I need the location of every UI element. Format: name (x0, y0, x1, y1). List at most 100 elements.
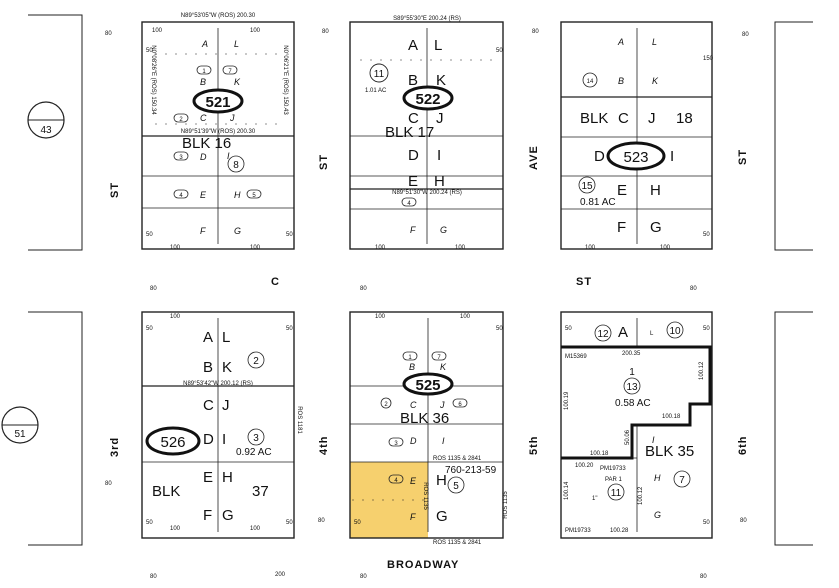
block-35-parcel-11[interactable]: 11 (607, 483, 625, 501)
block-525-lot-j: J (439, 400, 445, 410)
block-523-parcel-14[interactable]: 14 (582, 72, 598, 88)
block-35-parcel-13[interactable]: 13 (623, 377, 641, 395)
block-526-page-ellipse[interactable]: 526 (145, 426, 201, 456)
svg-text:522: 522 (415, 91, 440, 108)
block-35-dim-2: 100.12 (699, 361, 705, 380)
block-522-lot-g: G (440, 225, 447, 235)
block-35-parcel-12[interactable]: 12 (594, 324, 612, 342)
svg-text:6: 6 (458, 402, 462, 408)
block-521-lot-e: E (200, 190, 207, 200)
highlighted-parcel[interactable] (350, 462, 428, 538)
dim-label: 80 (322, 29, 329, 35)
side-circle-top[interactable]: 43 (27, 101, 65, 139)
dim-label: 100 (375, 314, 386, 320)
dim-label: 50 (496, 326, 503, 332)
block-522-parcel-4[interactable]: 4 (401, 197, 417, 207)
block-521-lot-a: A (201, 39, 208, 49)
street-label-c-st: ST (576, 276, 592, 288)
block-521-bearing-right: N0°06'21"E (ROS) 150.43 (282, 45, 288, 115)
block-521-lot-f: F (200, 226, 206, 236)
dim-label: 100 (250, 245, 261, 251)
block-522-lot-d: D (408, 147, 419, 164)
svg-text:521: 521 (205, 94, 230, 111)
block-525-page-ellipse[interactable]: 525 (402, 372, 454, 396)
block-35-parcel-10[interactable]: 10 (666, 321, 684, 339)
block-525-lot-f: F (410, 512, 416, 522)
street-label-right-st: ST (737, 149, 749, 165)
dim-label: 100 (375, 245, 386, 251)
block-523[interactable]: A L B K C J D I E H F G BLK 18 14 15 0.8… (560, 21, 713, 250)
block-526-lot-j: J (222, 397, 230, 414)
street-label-5th: 5th (528, 436, 540, 456)
dim-label: 80 (740, 518, 747, 524)
block-521-parcel-7[interactable]: 7 (222, 65, 238, 75)
block-525-parcel-5[interactable]: 5 (447, 476, 465, 494)
block-526-lot-d: D (203, 431, 214, 448)
block-525-parcel-7[interactable]: 7 (431, 351, 447, 361)
dim-label: 80 (700, 574, 707, 580)
block-525-parcel-4[interactable]: 4 (388, 474, 404, 484)
block-523-lot-g: G (650, 219, 662, 236)
block-35-dim-5: 100.19 (564, 391, 570, 410)
block-521-bearing-mid: N89°51'39"W (ROS) 200.30 (181, 129, 256, 135)
block-523-lot-i: I (670, 148, 674, 165)
dim-label: 50 (354, 520, 361, 526)
block-522-lot-k: K (436, 72, 446, 89)
block-521-lot-l: L (234, 39, 239, 49)
block-521-lot-g: G (234, 226, 241, 236)
block-523-blk-label: BLK (580, 110, 608, 127)
block-525-parcel-3[interactable]: 3 (388, 437, 404, 447)
block-521-parcel-5[interactable]: 5 (246, 189, 262, 199)
right-outline-bottom (774, 311, 813, 546)
block-526-ros: ROS 1181 (296, 406, 302, 434)
block-525-parcel-1[interactable]: 1 (402, 351, 418, 361)
block-525-parcel-6[interactable]: 6 (452, 398, 468, 408)
block-522-bearing-mid: N89°51'30"W 200.24 (RS) (392, 190, 462, 196)
block-525-lot-b: B (409, 362, 415, 372)
street-label-mid-st: ST (318, 154, 330, 170)
block-523-page-ellipse[interactable]: 523 (606, 141, 666, 171)
dim-label: 80 (532, 29, 539, 35)
block-522-blk-label: BLK 17 (385, 124, 434, 141)
side-circle-bottom-label: 51 (14, 429, 26, 440)
block-522-lot-i: I (437, 147, 441, 164)
block-35-parcel-7[interactable]: 7 (673, 470, 691, 488)
block-522-lot-l: L (434, 37, 442, 54)
block-35-lot-i: I (652, 435, 655, 445)
block-525-lot-h: H (436, 472, 447, 489)
side-circle-top-label: 43 (40, 125, 52, 136)
block-521-parcel-3[interactable]: 3 (173, 151, 189, 161)
block-521-parcel-1[interactable]: 1 (196, 65, 212, 75)
block-521-page-ellipse[interactable]: 521 (192, 88, 244, 114)
block-522-parcel-11[interactable]: 11 (369, 63, 389, 83)
dim-label: 100 (170, 526, 181, 532)
block-521-parcel-8[interactable]: 8 (227, 155, 245, 173)
block-523-lot-k: K (652, 76, 659, 86)
block-35[interactable]: A L I H G BLK 35 12 10 1 13 0.58 AC 11 7… (560, 311, 713, 539)
block-523-parcel-15[interactable]: 15 (578, 176, 596, 194)
block-526[interactable]: N89°53'42"W 200.12 (RS) ROS 1181 A L B K… (141, 311, 302, 539)
side-circle-bottom[interactable]: 51 (1, 406, 39, 444)
block-526-parcel-2[interactable]: 2 (247, 351, 265, 369)
block-525-lot-g: G (436, 508, 448, 525)
block-521-parcel-4[interactable]: 4 (173, 189, 189, 199)
block-522-page-ellipse[interactable]: 522 (402, 85, 454, 111)
dim-label: 100 (660, 245, 671, 251)
block-522-lot-e: E (408, 173, 418, 190)
dim-label: 80 (690, 286, 697, 292)
block-521-parcel-2[interactable]: 2 (173, 113, 189, 123)
block-521[interactable]: N89°53'05"W (ROS) 200.30 N89°51'39"W (RO… (141, 13, 295, 251)
svg-text:5: 5 (453, 481, 459, 492)
dim-label: 50 (703, 326, 710, 332)
block-525[interactable]: B K C J D I E H F G 1 7 2 6 3 (349, 311, 509, 546)
block-526-parcel-3[interactable]: 3 (247, 428, 265, 446)
block-522[interactable]: S89°55'30"E 200.24 (RS) N89°51'30"W 200.… (349, 16, 504, 250)
svg-text:2: 2 (384, 402, 388, 408)
block-526-lot-i: I (222, 431, 226, 448)
block-525-parcel-2[interactable]: 2 (380, 397, 392, 409)
svg-text:4: 4 (179, 193, 183, 199)
block-35-dim-6: 50.06 (625, 429, 631, 445)
block-35-dim-10: 100.28 (610, 528, 629, 534)
block-525-ref: 760-213-59 (445, 465, 497, 476)
